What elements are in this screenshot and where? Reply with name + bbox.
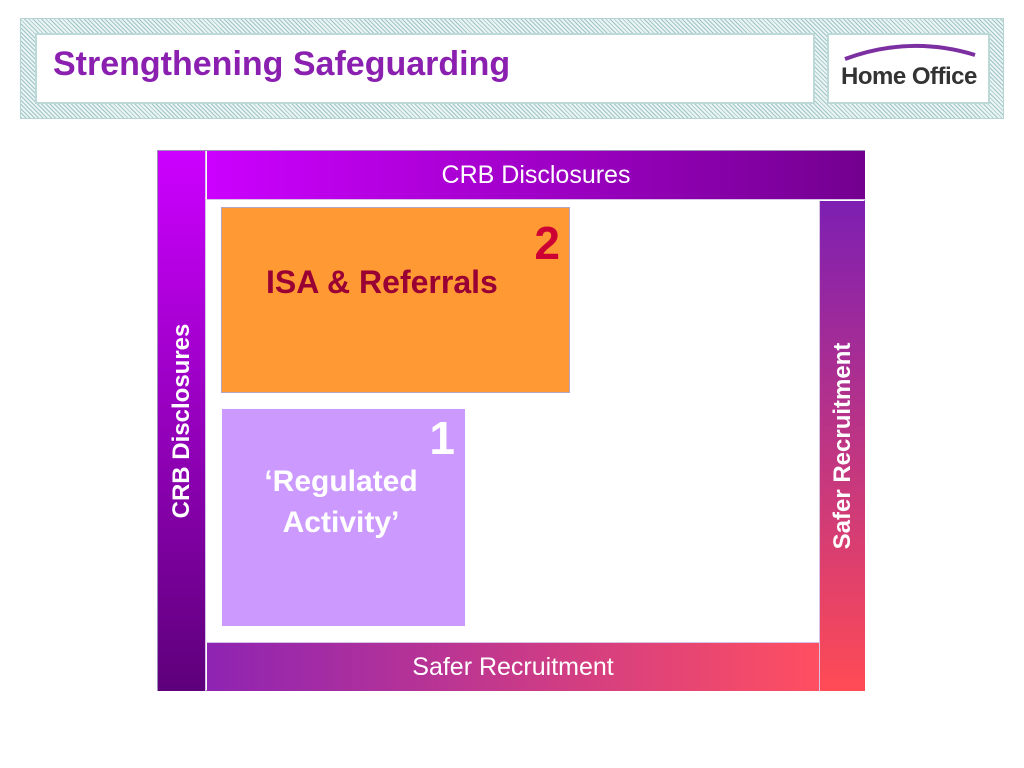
regulated-number: 1 [429, 412, 455, 464]
logo-text: Home Office [841, 63, 977, 90]
right-bar-label: Safer Recruitment [828, 342, 856, 550]
top-bar-label: CRB Disclosures [441, 160, 631, 189]
slide-header: Strengthening Safeguarding Home Office [20, 18, 1004, 119]
isa-number: 2 [534, 217, 560, 269]
regulated-activity-box: 1 ‘Regulated Activity’ [221, 408, 466, 627]
slide-title: Strengthening Safeguarding [53, 45, 511, 83]
regulated-label-line1: ‘Regulated [264, 465, 418, 498]
safer-recruitment-right-bar: Safer Recruitment [819, 201, 865, 691]
crb-disclosures-top-bar: CRB Disclosures [207, 151, 865, 200]
regulated-label: ‘Regulated Activity’ [222, 461, 460, 543]
home-office-logo: Home Office [827, 33, 990, 104]
bottom-bar-label: Safer Recruitment [412, 652, 614, 681]
left-bar-label: CRB Disclosures [167, 323, 195, 519]
title-panel: Strengthening Safeguarding [35, 33, 815, 104]
isa-label: ISA & Referrals [266, 264, 498, 300]
safer-recruitment-bottom-bar: Safer Recruitment [207, 642, 819, 691]
safeguarding-diagram: CRB Disclosures CRB Disclosures Safer Re… [157, 150, 865, 691]
logo-arc-icon [844, 43, 976, 61]
regulated-label-line2: Activity’ [282, 506, 400, 539]
isa-referrals-box: 2 ISA & Referrals [221, 207, 570, 393]
crb-disclosures-left-bar: CRB Disclosures [158, 151, 206, 691]
